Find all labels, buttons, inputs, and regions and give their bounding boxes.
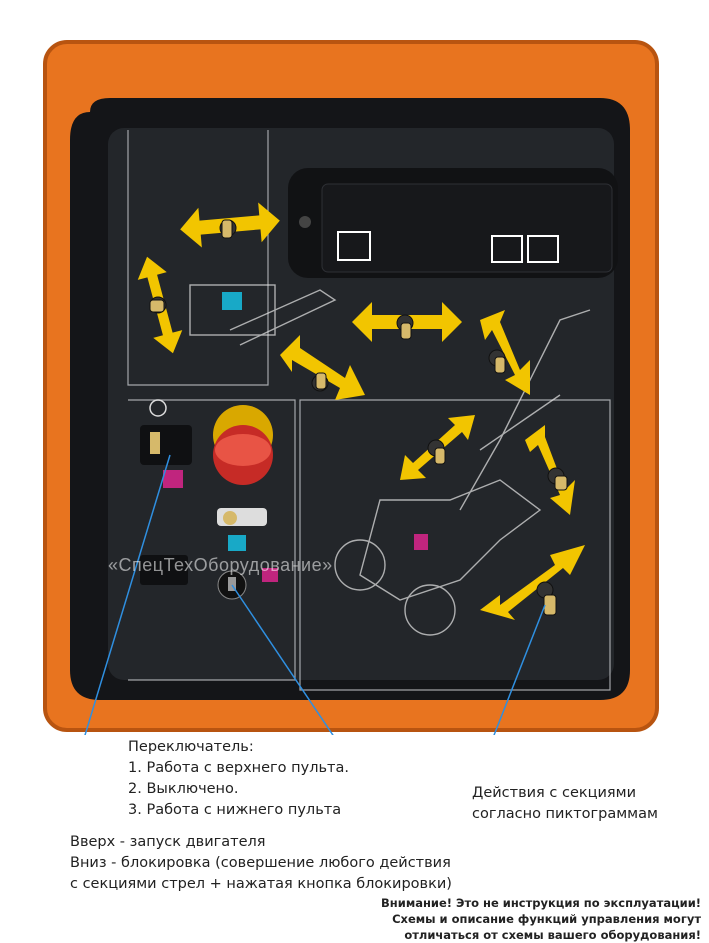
toggle-switches <box>149 219 568 616</box>
switch-item-3: 3. Работа с нижнего пульта <box>128 802 342 818</box>
display-screen <box>288 168 618 278</box>
disclaimer-line-3: отличаться от схемы вашего оборудования! <box>404 928 701 942</box>
watermark: «СпецТехОборудование» <box>108 555 333 575</box>
switch-callout: Переключатель: 1. Работа с верхнего пуль… <box>128 737 349 821</box>
switch-title: Переключатель: <box>128 739 254 755</box>
disclaimer-line-1: Внимание! Это не инструкция по эксплуата… <box>381 896 701 910</box>
engine-line-2: Вниз - блокировка (совершение любого дей… <box>70 855 451 871</box>
control-panel-photo <box>43 40 659 735</box>
sections-callout: Действия с секциями согласно пиктограмма… <box>472 783 658 825</box>
sections-line-2: согласно пиктограммам <box>472 806 658 822</box>
disclaimer: Внимание! Это не инструкция по эксплуата… <box>381 895 701 943</box>
key-switch <box>140 399 192 465</box>
switch-item-1: 1. Работа с верхнего пульта. <box>128 760 349 776</box>
switch-item-2: 2. Выключено. <box>128 781 239 797</box>
engine-line-3: с секциями стрел + нажатая кнопка блокир… <box>70 876 452 892</box>
emergency-stop-button <box>213 405 273 485</box>
engine-line-1: Вверх - запуск двигателя <box>70 834 266 850</box>
callout-lines <box>84 454 546 735</box>
sections-line-1: Действия с секциями <box>472 785 637 801</box>
engine-callout: Вверх - запуск двигателя Вниз - блокиров… <box>70 832 452 895</box>
disclaimer-line-2: Схемы и описание функций управления могу… <box>392 912 701 926</box>
